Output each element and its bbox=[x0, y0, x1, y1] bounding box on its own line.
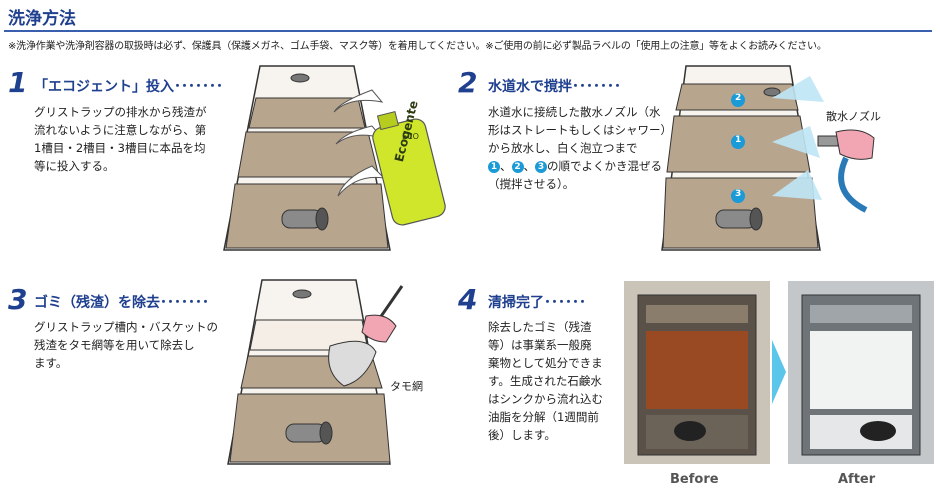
step-4-heading: 清掃完了･･････ bbox=[488, 295, 586, 311]
before-caption: Before bbox=[670, 472, 719, 487]
tank-compartment-2 bbox=[237, 131, 380, 178]
step-4-line: 棄物として処分できま bbox=[488, 356, 603, 370]
step-4-line: 後）します。 bbox=[488, 428, 556, 442]
step-3-line: ます。 bbox=[34, 356, 68, 370]
step-3-illustration bbox=[227, 279, 404, 465]
step-3-text: グリストラップ槽内・バスケットの 残渣をタモ網等を用いて除去し ます。 bbox=[34, 318, 234, 372]
ecogente-bottle-icon bbox=[372, 110, 446, 226]
step-2-line: から放水し、白く泡立つまで bbox=[488, 141, 638, 155]
pour-arrow-icon bbox=[333, 89, 384, 113]
marker-2-label: 2 bbox=[735, 93, 742, 103]
pour-arrow-icon bbox=[337, 165, 386, 197]
trap-pipe-icon bbox=[281, 207, 329, 231]
step-1-line: 1槽目・2槽目・3槽目に本品を均 bbox=[34, 141, 206, 155]
step-3-line: グリストラップ槽内・バスケットの bbox=[34, 320, 218, 334]
spray-icon bbox=[772, 126, 820, 158]
drain-cap bbox=[292, 289, 312, 299]
page-title: 洗浄方法 bbox=[8, 9, 76, 29]
before-photo bbox=[624, 281, 770, 464]
spray-icon bbox=[772, 170, 822, 200]
step-1-text: グリストラップの排水から残渣が 流れないように注意しながら、第 1槽目・2槽目・… bbox=[34, 103, 234, 175]
after-caption: After bbox=[838, 472, 876, 487]
step-4-text: 除去したゴミ（残渣 等）は事業系一般廃 棄物として処分できま す。生成された石鹸… bbox=[488, 318, 620, 444]
step-2-line: 水道水に接続した散水ノズル（水 bbox=[488, 105, 661, 119]
step-3-heading: ゴミ（残渣）を除去･･･････ bbox=[34, 295, 209, 311]
marker-3-label: 3 bbox=[735, 189, 742, 199]
drain-cap bbox=[763, 87, 781, 97]
marker-1-icon bbox=[731, 135, 745, 149]
step-4-line: す。生成された石鹸水 bbox=[488, 374, 602, 388]
title-rule bbox=[4, 30, 932, 32]
step-4-line: 等）は事業系一般廃 bbox=[488, 338, 592, 352]
trap-pipe-icon bbox=[285, 421, 333, 445]
step-3-number: 3 bbox=[8, 283, 28, 316]
step-2-number: 2 bbox=[458, 66, 478, 99]
after-photo bbox=[788, 281, 934, 464]
circled-3: 3 bbox=[535, 161, 547, 173]
step-1-line: 流れないように注意しながら、第 bbox=[34, 123, 207, 137]
nozzle-label: 散水ノズル bbox=[826, 110, 881, 123]
skimmer-net-icon bbox=[328, 340, 377, 387]
step-3-line: 残渣をタモ網等を用いて除去し bbox=[34, 338, 195, 352]
spray-icon bbox=[772, 76, 824, 102]
marker-1-label: 1 bbox=[735, 135, 742, 145]
before-after-arrow-icon bbox=[772, 340, 786, 404]
drain-cap bbox=[290, 73, 310, 83]
nozzle-icon bbox=[817, 135, 839, 147]
marker-3-icon bbox=[731, 189, 745, 203]
hose-icon bbox=[838, 156, 868, 213]
hand-icon bbox=[835, 129, 875, 160]
circled-2: 2 bbox=[511, 161, 524, 173]
step-1-heading: 「エコジェント」投入･･･････ bbox=[34, 79, 223, 95]
pour-arrow-icon bbox=[335, 125, 384, 145]
step-4-line: 除去したゴミ（残渣 bbox=[488, 320, 592, 334]
step-4-line: 油脂を分解（1週間前 bbox=[488, 410, 599, 424]
step-2-line: 形はストレートもしくはシャワー） bbox=[488, 123, 672, 137]
step-2-line: （撹拌させる）。 bbox=[488, 177, 575, 191]
circled-1: 1 bbox=[488, 161, 500, 173]
safety-notice: ※洗浄作業や洗浄剤容器の取扱時は必ず、保護具（保護メガネ、ゴム手袋、マスク等）を… bbox=[8, 41, 827, 52]
step-4-number: 4 bbox=[458, 283, 478, 316]
step-4-line: はシンクから流れ込む bbox=[488, 392, 603, 406]
net-label: タモ網 bbox=[390, 380, 423, 393]
bottle-cap-label: ECO bbox=[402, 132, 419, 141]
trap-pipe-icon bbox=[715, 207, 763, 231]
step-1-number: 1 bbox=[8, 66, 28, 99]
step-2-illustration bbox=[661, 65, 875, 251]
step-1-line: グリストラップの排水から残渣が bbox=[34, 105, 207, 119]
hand-icon bbox=[361, 314, 397, 343]
step-1-line: 等に投入する。 bbox=[34, 159, 115, 173]
step-2-text: 水道水に接続した散水ノズル（水 形はストレートもしくはシャワー） から放水し、白… bbox=[488, 103, 698, 193]
marker-2-icon bbox=[731, 93, 745, 107]
step-2-heading: 水道水で撹拌･･･････ bbox=[488, 79, 621, 95]
step-1-illustration bbox=[223, 65, 446, 251]
